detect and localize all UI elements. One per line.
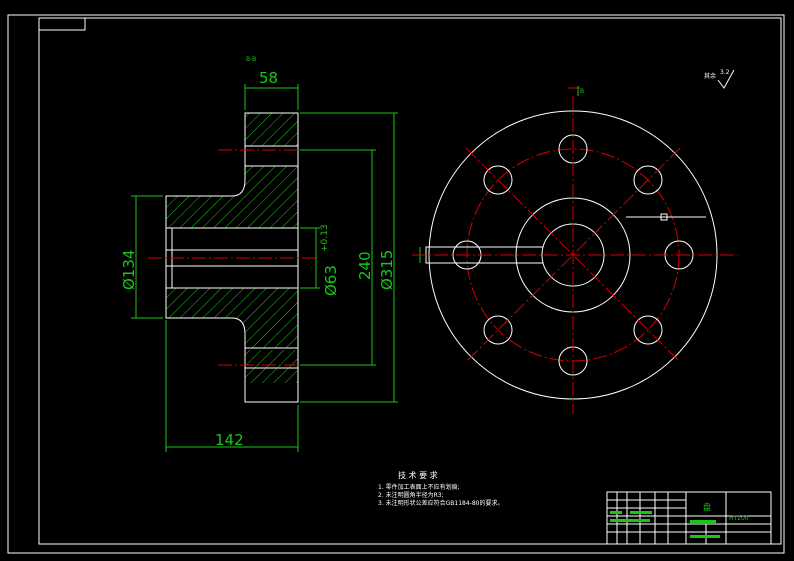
roughness-note: 其余	[704, 72, 716, 80]
dim-63-tol: +0.13	[320, 224, 330, 252]
tech-req-title: 技 术 要 求	[398, 470, 438, 480]
dim-58: 58	[259, 69, 278, 87]
hatch-hub-top	[166, 166, 298, 228]
section-label: B-B	[246, 56, 256, 63]
corner-box	[38, 17, 86, 31]
section-view: B-B 58	[120, 56, 398, 452]
title-block-material: HT200	[729, 515, 749, 522]
dim-63: Ø63	[322, 265, 340, 296]
outer-border	[7, 14, 785, 554]
tech-req-item-1: 1. 零件加工表面上不应有划痕;	[378, 483, 460, 491]
dim-134: Ø134	[120, 250, 138, 290]
part-outline	[165, 112, 299, 403]
end-view: B	[412, 86, 738, 414]
tech-req-item-2: 2. 未注明圆角半径为R3;	[378, 491, 444, 499]
roughness-value: 3.2	[720, 69, 730, 76]
dim-240: 240	[356, 251, 374, 280]
hatch-flange-top	[245, 113, 298, 146]
roughness-mark: 其余 3.2	[704, 69, 735, 89]
hatch-flange-bottom	[245, 350, 298, 383]
tech-req-item-3: 3. 未注明形状公差应符合GB1184-80的要求。	[378, 499, 503, 507]
title-block-part-name: 盘	[703, 502, 711, 512]
view-label: B	[580, 88, 584, 95]
inner-border	[38, 17, 782, 545]
title-block: 盘 HT200	[606, 491, 772, 545]
tech-requirements: 技 术 要 求 1. 零件加工表面上不应有划痕; 2. 未注明圆角半径为R3; …	[378, 470, 503, 507]
dim-315: Ø315	[378, 250, 396, 290]
dim-142: 142	[215, 431, 244, 449]
